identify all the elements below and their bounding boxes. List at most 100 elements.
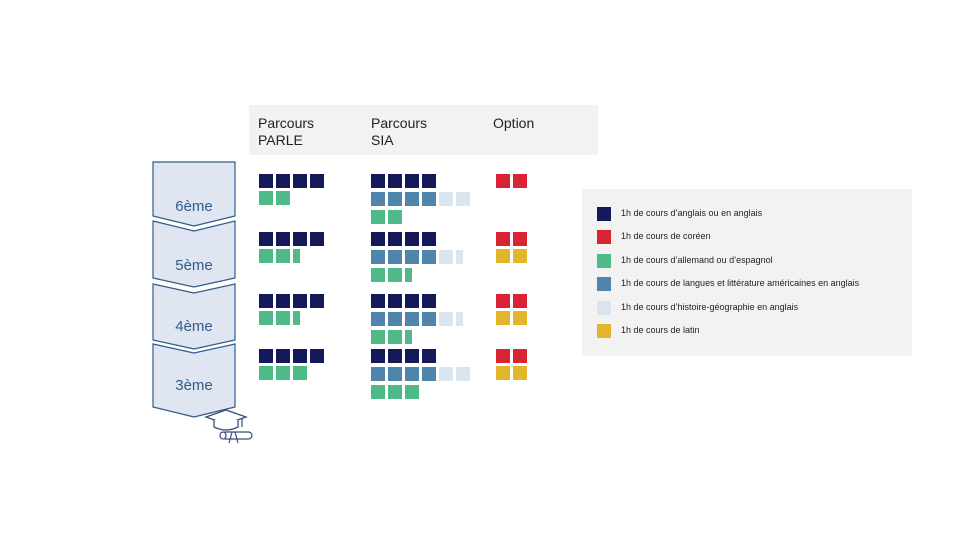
grade-chevron-4 [152,283,236,350]
hour-block-latin [496,366,510,380]
hour-block-korean [496,232,510,246]
hour-block-korean [513,174,527,188]
hour-block-english [259,349,273,363]
hour-block-english [371,174,385,188]
hour-block-english [422,294,436,308]
hour-block-english [371,349,385,363]
hour-block-english [293,349,307,363]
legend-label: 1h de cours de latin [621,325,700,335]
hour-block-american-lit [422,192,436,206]
hour-block-english [388,349,402,363]
hour-block-german-spanish [276,249,290,263]
column-header-band [249,105,598,155]
hour-block-german-spanish [259,191,273,205]
hour-block-american-lit [405,367,419,381]
hour-block-german-spanish [293,366,307,380]
hour-block-german-spanish [276,311,290,325]
column-header-parle: Parcours PARLE [258,115,315,148]
hour-block-american-lit [371,367,385,381]
grade-label-6eme: 6ème [175,198,213,215]
hour-block-german-spanish [293,311,300,325]
grade-label-5eme: 5ème [175,257,213,274]
hour-block-english [293,294,307,308]
hour-block-english [293,232,307,246]
hour-block-english [388,174,402,188]
legend-label: 1h de cours d’histoire-géographie en ang… [621,302,799,312]
grade-chevron-6 [152,161,236,227]
grade-chevron-stack [152,161,236,418]
hour-block-english [405,349,419,363]
hour-block-english [259,174,273,188]
hour-block-german-spanish [405,385,419,399]
hour-block-latin [513,366,527,380]
hour-block-american-lit [422,312,436,326]
hour-block-english [310,294,324,308]
hour-block-english [310,232,324,246]
legend-label: 1h de cours d’anglais ou en anglais [621,208,763,218]
hour-block-german-spanish [388,330,402,344]
legend-swatch [597,324,611,338]
hour-block-american-lit [405,192,419,206]
hour-block-german-spanish [259,311,273,325]
hour-block-american-lit [388,192,402,206]
hour-block-german-spanish [371,210,385,224]
legend-swatch [597,207,611,221]
hour-block-history-geo [439,250,453,264]
hour-block-german-spanish [259,249,273,263]
hour-block-german-spanish [276,191,290,205]
hour-block-english [405,174,419,188]
hour-block-german-spanish [259,366,273,380]
hour-block-english [293,174,307,188]
hour-block-english [310,349,324,363]
hour-block-english [405,232,419,246]
hour-block-history-geo [439,367,453,381]
legend-swatch [597,301,611,315]
legend-swatch [597,277,611,291]
hour-block-english [259,232,273,246]
hour-block-history-geo [456,312,463,326]
hour-block-latin [513,249,527,263]
graduation-cap-diploma-icon [204,409,253,444]
legend-label: 1h de cours de coréen [621,231,711,241]
hour-block-english [276,349,290,363]
grade-label-4eme: 4ème [175,318,213,335]
hour-block-american-lit [371,312,385,326]
hour-block-american-lit [405,312,419,326]
hour-block-history-geo [439,192,453,206]
hour-block-american-lit [405,250,419,264]
hour-block-english [422,349,436,363]
hour-block-american-lit [388,250,402,264]
hour-block-american-lit [371,192,385,206]
hour-block-german-spanish [405,268,412,282]
hour-block-american-lit [388,312,402,326]
hour-block-english [310,174,324,188]
hour-block-english [388,294,402,308]
hour-block-american-lit [422,367,436,381]
hour-block-german-spanish [371,385,385,399]
legend-swatch [597,254,611,268]
hour-block-latin [496,311,510,325]
hour-block-korean [513,232,527,246]
hour-block-history-geo [456,367,470,381]
grade-chevron-3 [152,343,236,418]
hour-block-english [422,232,436,246]
hour-block-german-spanish [388,210,402,224]
legend-label: 1h de cours de langues et littérature am… [621,278,860,288]
hour-block-history-geo [456,192,470,206]
hour-block-english [371,294,385,308]
hour-block-korean [513,349,527,363]
hour-block-english [276,294,290,308]
hour-block-german-spanish [293,249,300,263]
hour-block-english [405,294,419,308]
hour-block-english [371,232,385,246]
hour-block-english [276,232,290,246]
hour-block-history-geo [456,250,463,264]
hour-block-english [422,174,436,188]
hour-block-korean [496,349,510,363]
hour-block-english [259,294,273,308]
hour-block-korean [513,294,527,308]
hour-block-latin [496,249,510,263]
hour-block-korean [496,174,510,188]
hour-block-latin [513,311,527,325]
grade-label-3eme: 3ème [175,377,213,394]
